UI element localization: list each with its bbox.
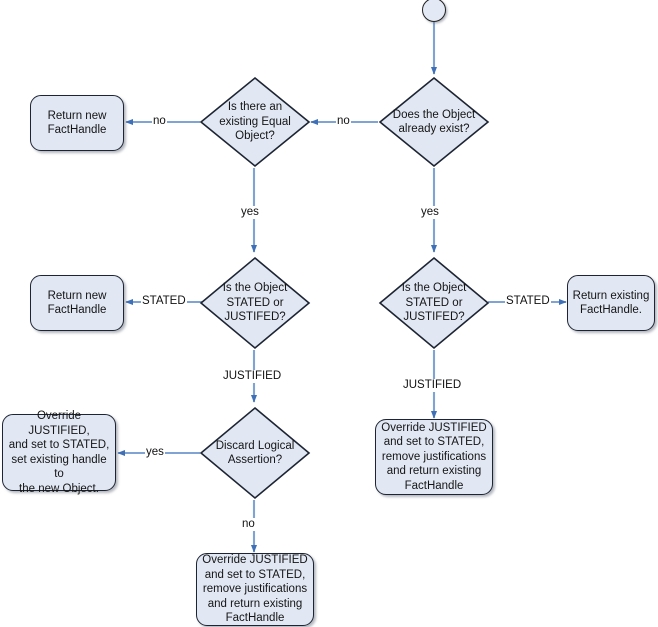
diamond-shape <box>199 406 311 500</box>
edge-label-left-justified: JUSTIFIED <box>222 370 283 383</box>
node-stated-or-justified-right[interactable]: Is the Object STATED or JUSTIFED? <box>378 256 490 350</box>
edge-label-exists-no: no <box>336 115 351 128</box>
node-label: Override JUSTIFIED, and set to STATED, s… <box>8 410 110 495</box>
diamond-shape <box>378 256 490 350</box>
node-label: Override JUSTIFIED and set to STATED, re… <box>381 421 487 492</box>
node-return-existing-facthandle[interactable]: Return existing FactHandle. <box>567 275 655 331</box>
edge-label-discard-no: no <box>241 518 256 531</box>
diamond-shape <box>199 256 311 350</box>
node-override-remove-justifications-bottom[interactable]: Override JUSTIFIED and set to STATED, re… <box>196 553 314 626</box>
node-discard-logical-assertion[interactable]: Discard Logical Assertion? <box>199 406 311 500</box>
diamond-shape <box>378 76 490 168</box>
edge-label-left-stated: STATED <box>141 295 187 308</box>
node-label: Does the Object already exist? <box>392 108 476 136</box>
node-label: Override JUSTIFIED and set to STATED, re… <box>202 554 308 625</box>
edge-label-equal-yes: yes <box>240 206 260 219</box>
node-return-new-facthandle-middle[interactable]: Return new FactHandle <box>30 275 124 331</box>
node-return-new-facthandle-top[interactable]: Return new FactHandle <box>30 95 124 151</box>
node-override-set-existing-handle[interactable]: Override JUSTIFIED, and set to STATED, s… <box>2 410 116 495</box>
node-label: Is the Object STATED or JUSTIFED? <box>222 282 288 324</box>
node-label: Return new FactHandle <box>47 289 107 317</box>
node-label: Return new FactHandle <box>47 109 107 137</box>
node-stated-or-justified-left[interactable]: Is the Object STATED or JUSTIFED? <box>199 256 311 350</box>
node-is-there-existing-equal-object[interactable]: Is there an existing Equal Object? <box>199 76 311 168</box>
edge-label-right-stated: STATED <box>505 295 551 308</box>
diamond-shape <box>199 76 311 168</box>
node-override-remove-justifications-right[interactable]: Override JUSTIFIED and set to STATED, re… <box>375 419 493 495</box>
node-does-object-already-exist[interactable]: Does the Object already exist? <box>378 76 490 168</box>
edge-label-exists-yes: yes <box>420 206 440 219</box>
node-start[interactable] <box>422 0 446 22</box>
edge-label-equal-no: no <box>152 115 167 128</box>
edge-label-discard-yes: yes <box>145 446 165 459</box>
node-label: Return existing FactHandle. <box>572 289 650 317</box>
node-label: Is the Object STATED or JUSTIFED? <box>401 282 467 324</box>
node-label: Discard Logical Assertion? <box>215 439 295 467</box>
edge-label-right-justified: JUSTIFIED <box>402 379 463 392</box>
node-label: Is there an existing Equal Object? <box>219 101 291 143</box>
